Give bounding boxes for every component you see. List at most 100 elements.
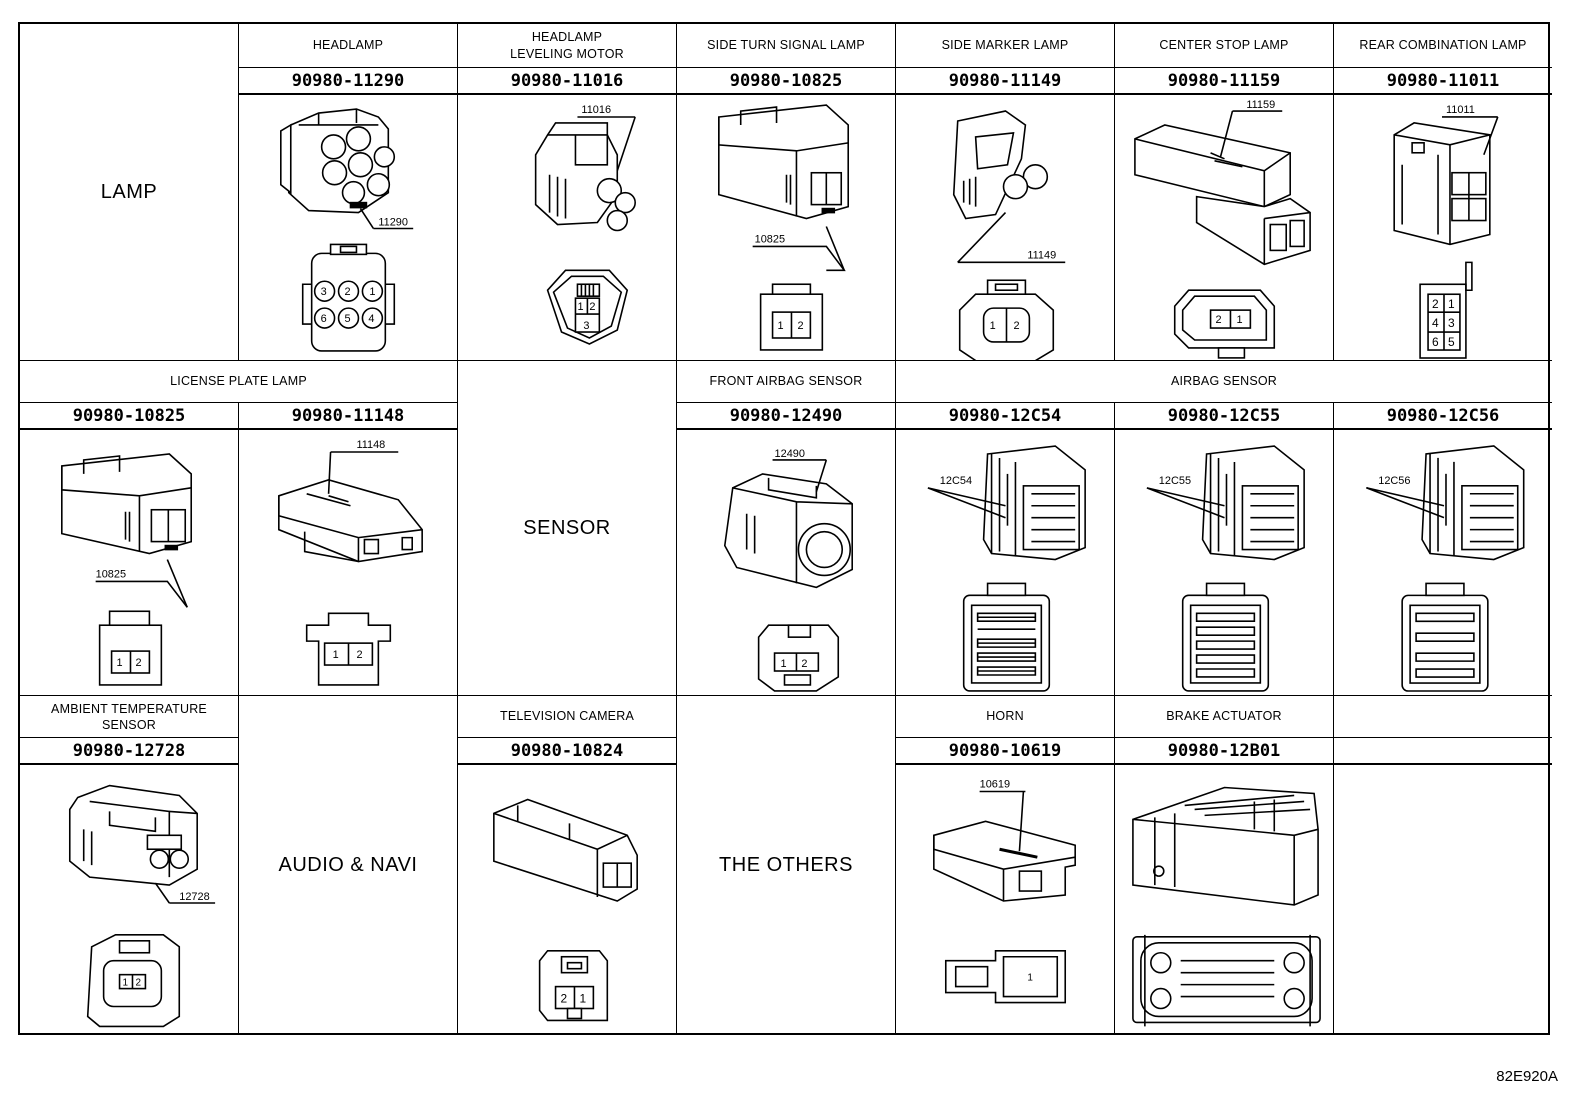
drawing-ambient-temperature: 1 2 12728 bbox=[20, 765, 239, 1035]
header-rear-combination: REAR COMBINATION LAMP bbox=[1334, 24, 1552, 68]
pin-label: 1 bbox=[1236, 314, 1242, 326]
part-number-television-camera: 90980-10824 bbox=[458, 738, 677, 765]
callout-label: 12C55 bbox=[1159, 475, 1191, 487]
header-airbag-sensor: AIRBAG SENSOR bbox=[896, 361, 1552, 403]
callout-label: 12C54 bbox=[940, 475, 972, 487]
pin-label: 3 bbox=[1448, 316, 1455, 330]
part-number-leveling-motor: 90980-11016 bbox=[458, 68, 677, 95]
connector-table: LAMP HEADLAMP 90980-11290 3 2 1 6 5 4 bbox=[18, 22, 1552, 1035]
pin-label: 1 bbox=[577, 301, 583, 313]
pin-label: 2 bbox=[135, 657, 141, 669]
pin-label: 6 bbox=[321, 313, 327, 325]
pin-label: 2 bbox=[589, 301, 595, 313]
pin-label: 1 bbox=[579, 992, 586, 1006]
header-leveling-motor: HEADLAMP LEVELING MOTOR bbox=[458, 24, 677, 68]
pin-label: 2 bbox=[561, 992, 568, 1006]
part-number-front-airbag: 90980-12490 bbox=[677, 403, 896, 430]
callout-label: 11011 bbox=[1446, 104, 1475, 116]
empty-part-number bbox=[1334, 738, 1552, 765]
category-audio-navi: AUDIO & NAVI bbox=[239, 696, 458, 1035]
callout-label: 11159 bbox=[1246, 99, 1275, 111]
category-sensor: SENSOR bbox=[458, 361, 677, 696]
part-number-airbag-2: 90980-12C55 bbox=[1115, 403, 1334, 430]
header-brake-actuator: BRAKE ACTUATOR bbox=[1115, 696, 1334, 738]
pin-label: 2 bbox=[135, 978, 141, 989]
pin-label: 1 bbox=[1448, 297, 1455, 311]
drawing-television-camera: 2 1 bbox=[458, 765, 677, 1035]
category-lamp: LAMP bbox=[20, 24, 239, 361]
drawing-rear-combination: 2 1 4 3 6 5 11011 bbox=[1334, 95, 1552, 361]
callout-label: 10619 bbox=[980, 779, 1010, 791]
pin-label: 3 bbox=[321, 286, 327, 298]
callout-label: 12490 bbox=[775, 448, 805, 460]
part-number-horn: 90980-10619 bbox=[896, 738, 1115, 765]
part-number-ambient-temperature: 90980-12728 bbox=[20, 738, 239, 765]
drawing-front-airbag: 1 2 12490 bbox=[677, 430, 896, 696]
callout-label: 11016 bbox=[581, 104, 611, 116]
callout-label: 11148 bbox=[356, 439, 385, 451]
pin-label: 1 bbox=[990, 320, 996, 332]
pin-label: 4 bbox=[1432, 316, 1439, 330]
category-label: SENSOR bbox=[523, 516, 611, 539]
drawing-side-marker: 1 2 11149 bbox=[896, 95, 1115, 361]
category-label: AUDIO & NAVI bbox=[278, 854, 418, 876]
part-number-center-stop: 90980-11159 bbox=[1115, 68, 1334, 95]
callout-label: 12C56 bbox=[1378, 475, 1410, 487]
pin-label: 2 bbox=[797, 320, 803, 332]
drawing-airbag-2: 12C55 bbox=[1115, 430, 1334, 696]
callout-label: 10825 bbox=[755, 233, 785, 245]
part-number-airbag-1: 90980-12C54 bbox=[896, 403, 1115, 430]
pin-label: 6 bbox=[1432, 335, 1439, 349]
reference-code: 82E920A bbox=[1496, 1068, 1558, 1085]
category-the-others: THE OTHERS bbox=[677, 696, 896, 1035]
empty-drawing bbox=[1334, 765, 1552, 1035]
part-number-side-turn-signal: 90980-10825 bbox=[677, 68, 896, 95]
pin-label: 1 bbox=[117, 657, 123, 669]
drawing-license-2: 1 2 11148 bbox=[239, 430, 458, 696]
callout-label: 11149 bbox=[1027, 249, 1056, 261]
drawing-side-turn-signal: 1 2 10825 bbox=[677, 95, 896, 361]
pin-label: 2 bbox=[801, 658, 807, 670]
part-number-license-2: 90980-11148 bbox=[239, 403, 458, 430]
callout-label: 11290 bbox=[378, 217, 408, 229]
category-label: THE OTHERS bbox=[719, 854, 853, 876]
pin-label: 1 bbox=[123, 978, 129, 989]
drawing-horn: 1 10619 bbox=[896, 765, 1115, 1035]
header-headlamp: HEADLAMP bbox=[239, 24, 458, 68]
header-television-camera: TELEVISION CAMERA bbox=[458, 696, 677, 738]
pin-label: 2 bbox=[345, 286, 351, 298]
header-ambient-temperature: AMBIENT TEMPERATURE SENSOR bbox=[20, 696, 239, 738]
part-number-brake-actuator: 90980-12B01 bbox=[1115, 738, 1334, 765]
header-front-airbag: FRONT AIRBAG SENSOR bbox=[677, 361, 896, 403]
pin-label: 2 bbox=[1013, 320, 1019, 332]
category-label: LAMP bbox=[100, 180, 158, 203]
callout-label: 10825 bbox=[96, 568, 126, 580]
header-horn: HORN bbox=[896, 696, 1115, 738]
drawing-airbag-3: 12C56 bbox=[1334, 430, 1552, 696]
pin-label: 1 bbox=[778, 320, 784, 332]
drawing-leveling-motor: 1 2 3 11016 bbox=[458, 95, 677, 361]
pin-label: 2 bbox=[1432, 297, 1439, 311]
header-center-stop: CENTER STOP LAMP bbox=[1115, 24, 1334, 68]
part-number-license-1: 90980-10825 bbox=[20, 403, 239, 430]
part-number-headlamp: 90980-11290 bbox=[239, 68, 458, 95]
pin-label: 2 bbox=[356, 649, 362, 661]
header-side-turn-signal: SIDE TURN SIGNAL LAMP bbox=[677, 24, 896, 68]
pin-label: 1 bbox=[1027, 973, 1033, 984]
pin-label: 1 bbox=[333, 649, 339, 661]
header-license-plate-lamp: LICENSE PLATE LAMP bbox=[20, 361, 458, 403]
part-number-rear-combination: 90980-11011 bbox=[1334, 68, 1552, 95]
drawing-brake-actuator bbox=[1115, 765, 1334, 1035]
pin-label: 2 bbox=[1216, 314, 1222, 326]
empty-header bbox=[1334, 696, 1552, 738]
part-number-airbag-3: 90980-12C56 bbox=[1334, 403, 1552, 430]
pin-label: 1 bbox=[781, 658, 787, 670]
drawing-headlamp: 3 2 1 6 5 4 11290 bbox=[239, 95, 458, 361]
drawing-airbag-1: 12C54 bbox=[896, 430, 1115, 696]
drawing-center-stop: 2 1 11159 bbox=[1115, 95, 1334, 361]
part-number-side-marker: 90980-11149 bbox=[896, 68, 1115, 95]
pin-label: 3 bbox=[583, 320, 589, 332]
callout-label: 12728 bbox=[179, 891, 209, 903]
pin-label: 1 bbox=[369, 286, 375, 298]
header-side-marker: SIDE MARKER LAMP bbox=[896, 24, 1115, 68]
